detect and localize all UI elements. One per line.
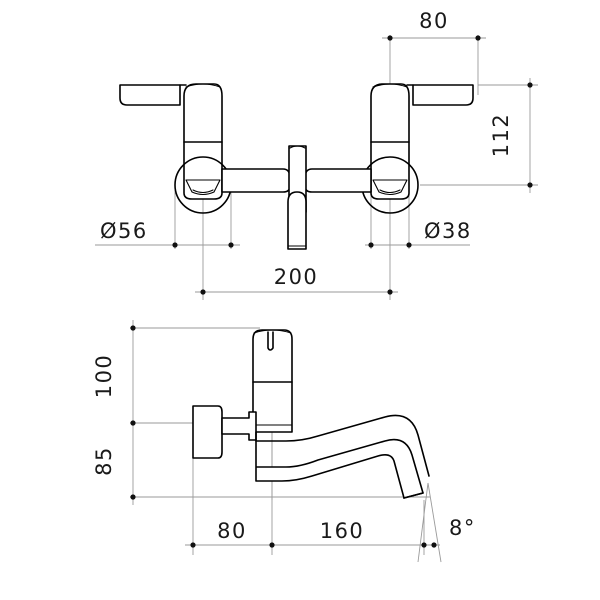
dim-label-100-side: 100 bbox=[92, 354, 116, 399]
crossbar-left bbox=[221, 168, 291, 193]
front-right-tap-assembly bbox=[361, 83, 474, 214]
dim-label-angle-8deg: 8° bbox=[449, 516, 476, 540]
side-spout-outlet-face bbox=[403, 492, 424, 499]
side-spout-upper-edge bbox=[255, 414, 430, 477]
front-dimension-lines bbox=[95, 35, 538, 300]
centre-spout-cap bbox=[289, 145, 306, 149]
side-wall-flange bbox=[192, 405, 223, 459]
left-lever-handle bbox=[119, 84, 181, 106]
crossbar-right bbox=[304, 168, 372, 193]
front-left-tap-assembly bbox=[119, 83, 232, 214]
front-centre-spout-assembly bbox=[221, 145, 372, 250]
dim-label-dia38-right: Ø38 bbox=[424, 219, 472, 243]
side-flange-shank bbox=[221, 411, 257, 441]
side-riser-column bbox=[252, 329, 293, 433]
side-tap-assembly bbox=[192, 329, 430, 500]
right-flange-inner-detail bbox=[372, 179, 408, 196]
side-dimension-lines bbox=[130, 320, 442, 563]
side-elevation-view: 100 85 80 160 8° bbox=[92, 320, 476, 563]
dim-label-80-top: 80 bbox=[419, 9, 449, 33]
dim-label-160-side: 160 bbox=[320, 519, 365, 543]
side-spout-body bbox=[255, 431, 424, 499]
right-tap-cap bbox=[372, 83, 408, 88]
side-riser-slot bbox=[267, 331, 274, 351]
left-flange-inner-arc bbox=[192, 189, 214, 194]
left-tap-cap bbox=[185, 83, 221, 88]
dim-label-112-right: 112 bbox=[489, 113, 513, 158]
dim-label-dia56-left: Ø56 bbox=[100, 219, 148, 243]
left-flange-inner-detail bbox=[185, 179, 221, 196]
side-riser-cap bbox=[253, 329, 292, 334]
dim-label-80-side: 80 bbox=[217, 519, 247, 543]
right-lever-handle bbox=[412, 84, 474, 106]
front-elevation-view: 80 112 Ø56 Ø38 200 bbox=[95, 9, 538, 300]
right-flange-inner-arc bbox=[379, 189, 401, 194]
centre-outlet-tube bbox=[287, 191, 307, 250]
dim-label-85-side: 85 bbox=[92, 446, 116, 476]
dim-label-200-bottom: 200 bbox=[274, 265, 319, 289]
